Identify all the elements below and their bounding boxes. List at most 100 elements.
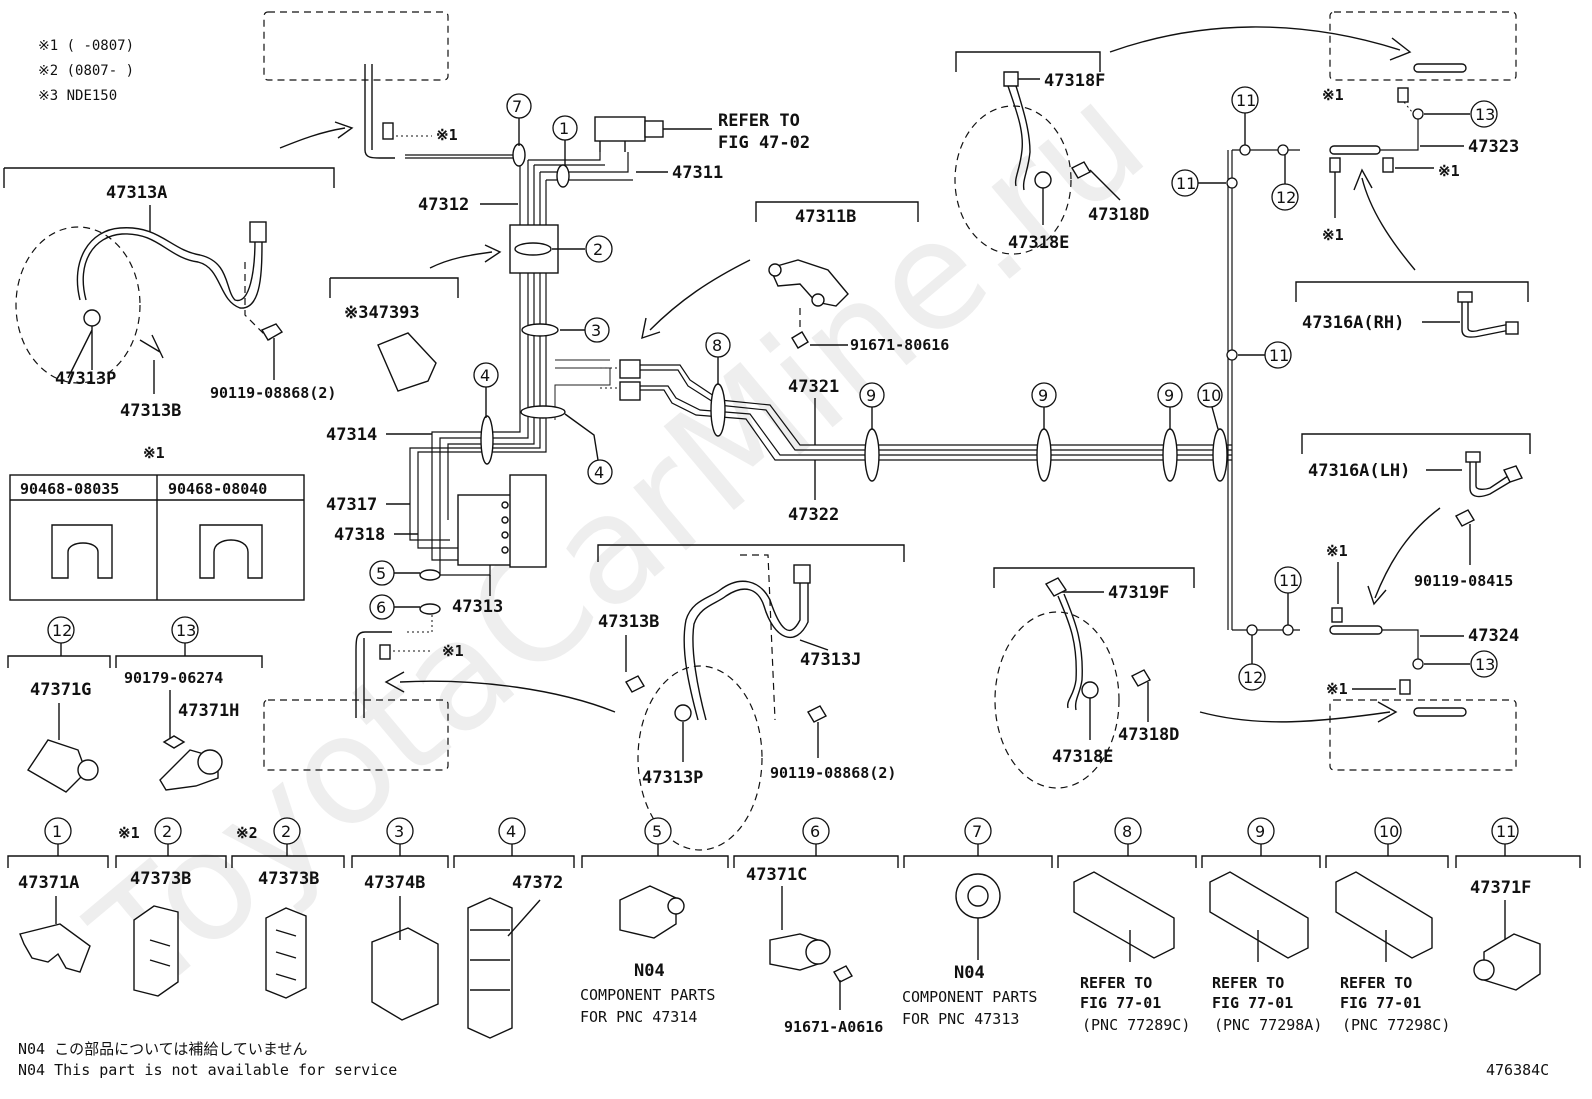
clip-icon-r1 bbox=[1329, 157, 1341, 173]
hose-end-RH-2 bbox=[1505, 321, 1519, 335]
figure-code: 476384C bbox=[1486, 1061, 1549, 1079]
callout-11-c: 11 bbox=[1269, 346, 1289, 365]
footer-note-en: N04 This part is not available for servi… bbox=[18, 1061, 397, 1079]
clip-3 bbox=[521, 323, 559, 337]
nut-icon bbox=[162, 735, 186, 749]
mark1-r3: ※1 bbox=[1326, 542, 1348, 560]
hose-end-47319F bbox=[1044, 577, 1068, 597]
label-47319F: 47319F bbox=[1108, 583, 1169, 603]
callout-box-top-right bbox=[1329, 11, 1517, 81]
label-47311: 47311 bbox=[672, 163, 723, 183]
bracket-icon bbox=[769, 259, 849, 307]
callout-3-mid: 3 bbox=[591, 321, 601, 340]
ref8-line-1: REFER TO bbox=[1080, 974, 1152, 992]
clip-table-col-2: 90468-08040 bbox=[168, 480, 267, 498]
clip-90468-08035-icon bbox=[51, 524, 113, 579]
callout-8-mid: 8 bbox=[712, 336, 722, 355]
mark1-r1: ※1 bbox=[1322, 226, 1344, 244]
pipe-end-top bbox=[364, 64, 395, 159]
callout-7-top: 7 bbox=[512, 97, 522, 116]
callout-13-bot: 13 bbox=[1475, 655, 1495, 674]
clip-icon-r3 bbox=[1331, 607, 1343, 623]
label-90119-08415: 90119-08415 bbox=[1414, 572, 1513, 590]
group-47316A-LH: 47316A(LH) 90119-08415 bbox=[1301, 433, 1531, 606]
bolt-head-47318E bbox=[1034, 171, 1052, 189]
hose-fitting-icon bbox=[249, 221, 267, 243]
row-part-N04-b: N04 bbox=[954, 963, 985, 983]
row-prefix-2b: ※2 bbox=[236, 824, 258, 842]
ref8-line-2: FIG 77-01 bbox=[1080, 994, 1161, 1012]
row-num-2a: 2 bbox=[162, 822, 172, 841]
row-num-5: 5 bbox=[652, 822, 662, 841]
row-num-3: 3 bbox=[394, 822, 404, 841]
row-num-1: 1 bbox=[52, 822, 62, 841]
clip-9-c bbox=[1162, 428, 1178, 482]
label-47313B-mid: 47313B bbox=[598, 612, 659, 632]
clip-47373B-b-icon bbox=[265, 907, 307, 999]
refer-fig-line-2: FIG 47-02 bbox=[718, 133, 810, 153]
bolt-icon-2 bbox=[260, 323, 284, 341]
bolt-icon-90119-08415 bbox=[1455, 509, 1475, 527]
label-47323: 47323 bbox=[1468, 137, 1519, 157]
comp-47314-line-2: FOR PNC 47314 bbox=[580, 1008, 697, 1026]
ref10-line-1: REFER TO bbox=[1340, 974, 1412, 992]
clip-1-top bbox=[556, 164, 570, 188]
label-47312: 47312 bbox=[418, 195, 469, 215]
label-47313P-mid: 47313P bbox=[642, 768, 703, 788]
hose-end-LH-1 bbox=[1465, 451, 1481, 463]
bolt-head-icon bbox=[83, 309, 101, 327]
row-part-47374B: 47374B bbox=[364, 873, 425, 893]
clip-table: ※1 90468-08035 90468-08040 bbox=[9, 444, 305, 601]
clip-icon-r2 bbox=[1382, 157, 1394, 173]
label-47316A-RH: 47316A(RH) bbox=[1302, 313, 1404, 333]
callout-13-left: 13 bbox=[176, 621, 196, 640]
clip-47371A-icon bbox=[19, 923, 91, 973]
hose-end-47318F bbox=[1003, 71, 1019, 87]
clip-47371G-icon bbox=[27, 739, 87, 793]
clip-47371F-icon bbox=[1483, 933, 1541, 991]
refer-fig-line-1: REFER TO bbox=[718, 111, 800, 131]
clip-icon-r4 bbox=[1399, 679, 1411, 695]
bolt-icon-47318D-bot bbox=[1131, 669, 1151, 687]
label-47371G: 47371G bbox=[30, 680, 91, 700]
callout-12-left: 12 bbox=[52, 621, 72, 640]
label-47313J: 47313J bbox=[800, 650, 861, 670]
bolt-icon-47313B bbox=[625, 675, 645, 693]
group-47393: ※347393 bbox=[329, 277, 459, 392]
group-47323: 11 11 12 13 47323 ※1 ※1 ※1 11 bbox=[1171, 86, 1519, 369]
row-part-47371F: 47371F bbox=[1470, 878, 1531, 898]
ref9-line-3: (PNC 77298A) bbox=[1214, 1016, 1322, 1034]
row-num-11: 11 bbox=[1496, 822, 1516, 841]
callout-10-mid: 10 bbox=[1201, 386, 1221, 405]
label-90119-mid: 90119-08868(2) bbox=[770, 764, 896, 782]
label-90179-06274: 90179-06274 bbox=[124, 669, 223, 687]
label-47318E-top: 47318E bbox=[1008, 233, 1069, 253]
group-main-pipes: 8 9 9 9 10 47321 47322 bbox=[600, 150, 1233, 630]
bolt-head-47318E-bot bbox=[1081, 681, 1099, 699]
group-47313J: 47313B 47313J 47313P 90119-08868(2) bbox=[597, 544, 905, 851]
callout-6-mid: 6 bbox=[376, 598, 386, 617]
clip-8-icon bbox=[1073, 871, 1175, 959]
clip-7-top bbox=[512, 143, 526, 167]
shield-part-icon bbox=[377, 332, 437, 392]
legend-notes: ※1 ( -0807) ※2 (0807- ) ※3 NDE150 bbox=[38, 38, 134, 104]
hose-end-RH-1 bbox=[1457, 291, 1473, 303]
clip-4-right bbox=[520, 405, 566, 419]
pipe-end-bottom-right bbox=[1413, 707, 1467, 717]
mark1-r2: ※1 bbox=[1438, 162, 1460, 180]
row-part-47371C: 47371C bbox=[746, 865, 807, 885]
footer-note-jp: N04 この部品については補給していません bbox=[18, 1040, 307, 1058]
label-47318D-top: 47318D bbox=[1088, 205, 1149, 225]
clip-9-b bbox=[1036, 428, 1052, 482]
comp-47314-line-1: COMPONENT PARTS bbox=[580, 986, 715, 1004]
label-47322: 47322 bbox=[788, 505, 839, 525]
callout-box-bottom-right bbox=[1329, 699, 1517, 771]
clip-47372-icon bbox=[467, 897, 513, 1039]
label-91671-A0616: 91671-A0616 bbox=[784, 1018, 883, 1036]
label-47371H: 47371H bbox=[178, 701, 239, 721]
bolt-91671-A0616-icon bbox=[833, 965, 853, 983]
row-num-2b: 2 bbox=[281, 822, 291, 841]
group-12-13: 12 13 47371G 90179-06274 47371H bbox=[7, 616, 263, 793]
bolt-head-47313P bbox=[674, 704, 692, 722]
clip-8-main bbox=[710, 383, 726, 437]
